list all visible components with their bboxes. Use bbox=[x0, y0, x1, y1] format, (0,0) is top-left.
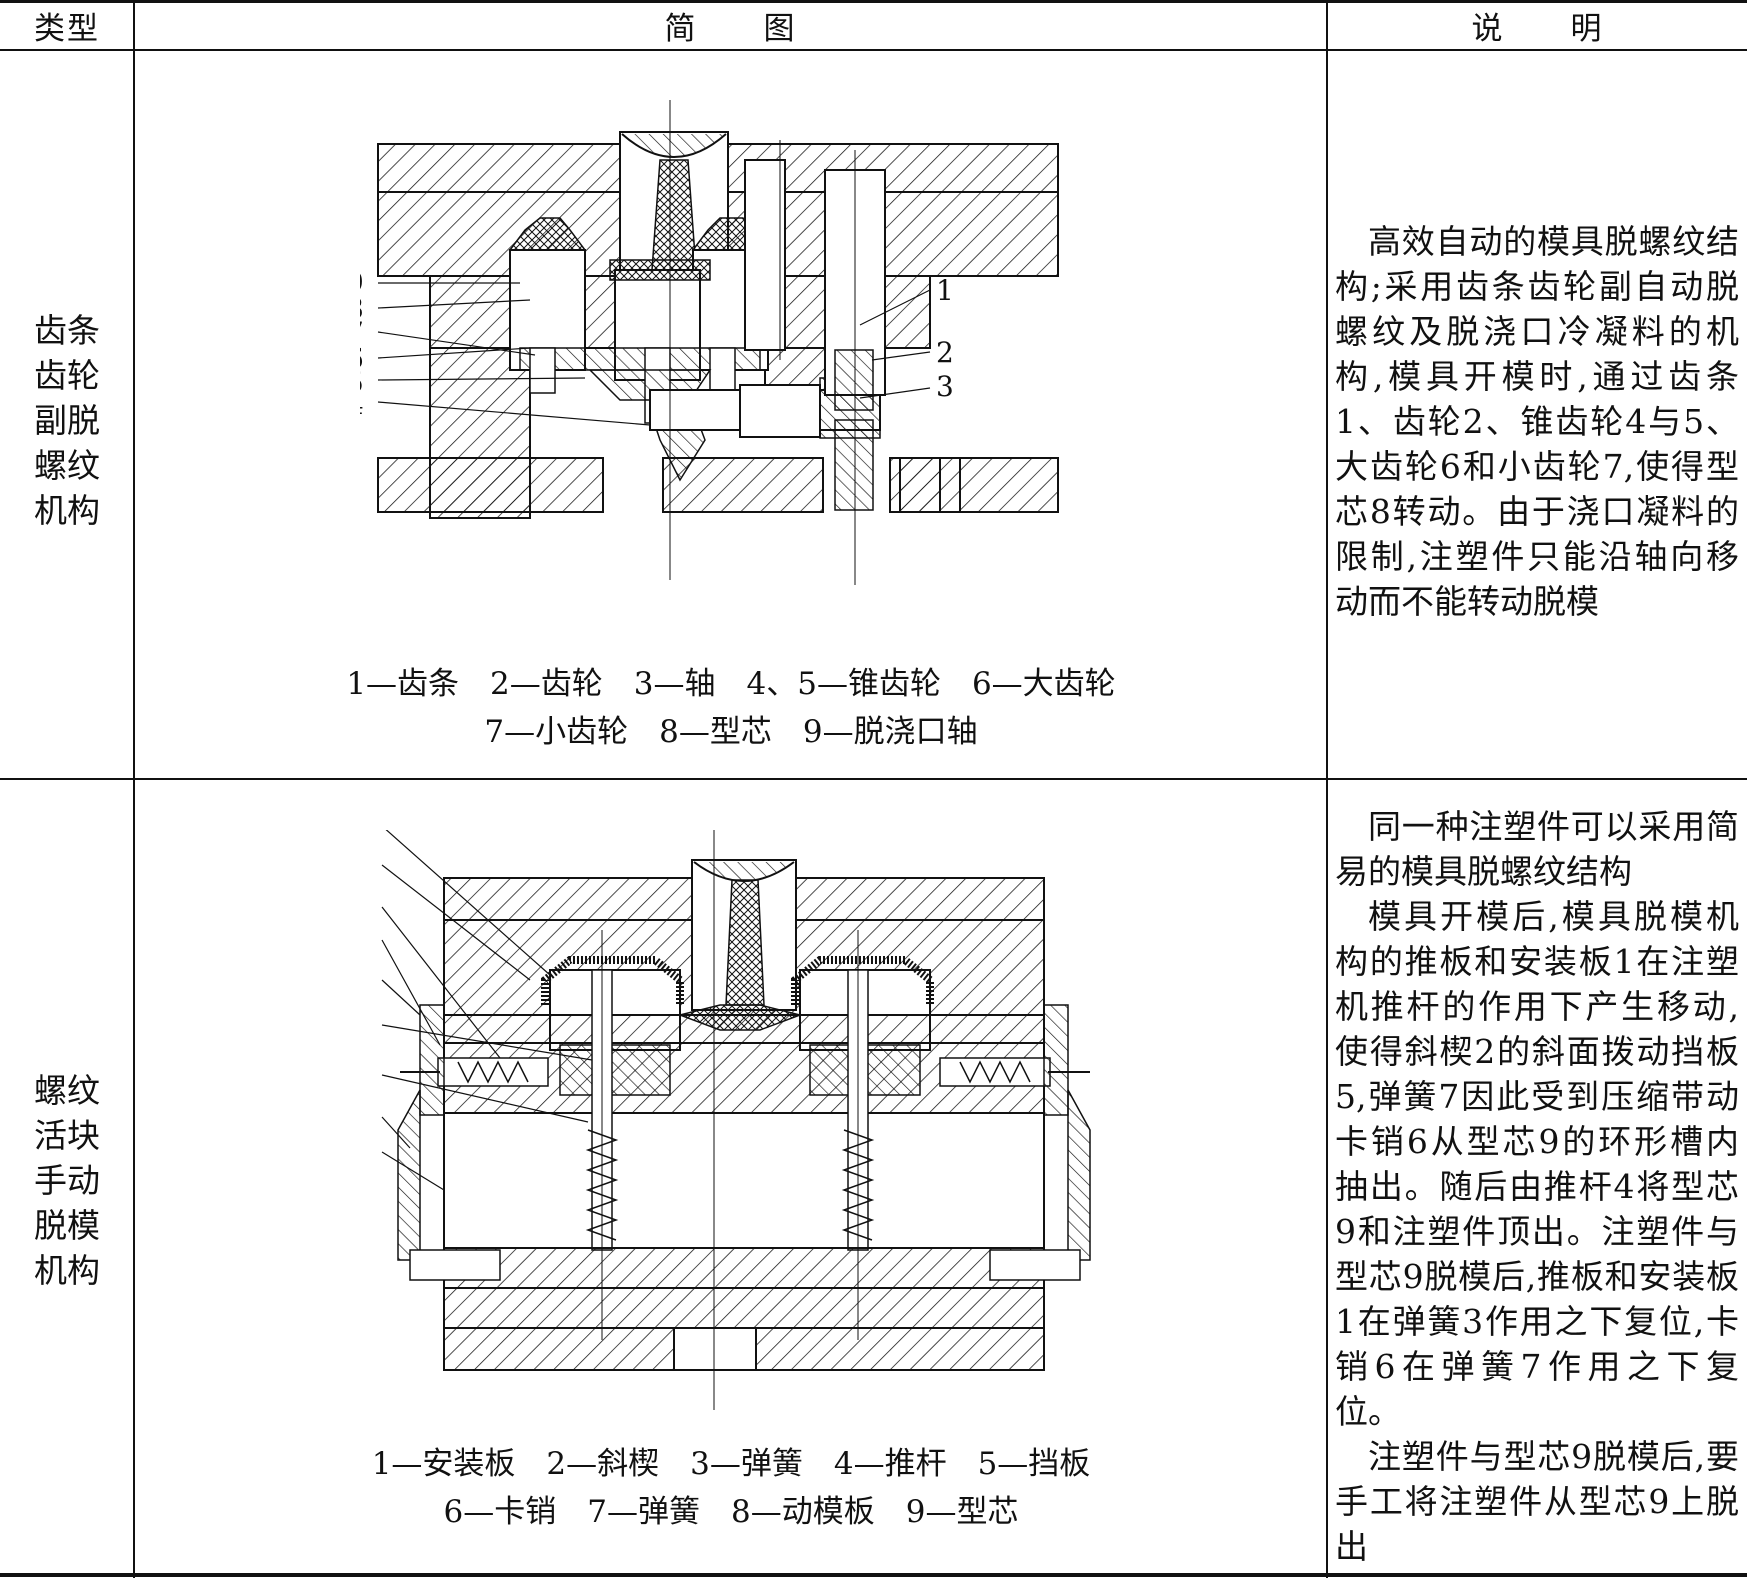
callout-6: 6 bbox=[360, 342, 364, 375]
row2-type: 螺纹活块手动脱模机构 bbox=[0, 1060, 134, 1300]
header-type: 类型 bbox=[34, 10, 100, 47]
row1-description: 高效自动的模具脱螺纹结构;采用齿条齿轮副自动脱螺纹及脱浇口冷凝料的机构,模具开模… bbox=[1335, 219, 1739, 624]
row2-description-para-3: 注塑件与型芯9脱模后,要手工将注塑件从型芯9上脱出 bbox=[1335, 1437, 1739, 1566]
row1-caption-line2: 7—小齿轮 8—型芯 9—脱浇口轴 bbox=[484, 714, 978, 750]
row-divider bbox=[0, 778, 1747, 780]
callout-2: 2 bbox=[936, 336, 954, 369]
callout-1: 1 bbox=[936, 274, 954, 307]
row1-type-text: 齿条齿轮副脱螺纹机构 bbox=[34, 310, 100, 530]
row2-caption-line1: 1—安装板 2—斜楔 3—弹簧 4—推杆 5—挡板 bbox=[371, 1446, 1091, 1482]
column-divider-1 bbox=[133, 0, 135, 1578]
callout-5: 5 bbox=[360, 366, 364, 399]
table-bottom-rule bbox=[0, 1573, 1747, 1577]
row1-caption-line1: 1—齿条 2—齿轮 3—轴 4、5—锥齿轮 6—大齿轮 bbox=[346, 666, 1116, 702]
callout-8: 8 bbox=[360, 292, 364, 325]
row2-description-para-1: 同一种注塑件可以采用简易的模具脱螺纹结构 bbox=[1335, 807, 1739, 891]
header-diagram: 简 图 bbox=[664, 10, 797, 47]
callout-3: 3 bbox=[936, 370, 954, 403]
callout-4: 4 bbox=[360, 388, 364, 421]
header-rule bbox=[0, 49, 1747, 51]
row2-description: 同一种注塑件可以采用简易的模具脱螺纹结构 模具开模后,模具脱模机构的推板和安装板… bbox=[1335, 804, 1739, 1569]
column-divider-2 bbox=[1326, 0, 1328, 1578]
table-top-rule bbox=[0, 0, 1747, 3]
row1-description-para: 高效自动的模具脱螺纹结构;采用齿条齿轮副自动脱螺纹及脱浇口冷凝料的机构,模具开模… bbox=[1335, 222, 1739, 621]
row2-type-text: 螺纹活块手动脱模机构 bbox=[34, 1070, 100, 1290]
thread-insert-mold-diagram: 9 8 7 6 5 4 3 2 1 bbox=[381, 830, 1091, 1410]
header-note: 说 明 bbox=[1471, 10, 1604, 47]
row1-type: 齿条齿轮副脱螺纹机构 bbox=[0, 300, 134, 540]
rack-gear-mold-diagram: 9 8 7 6 5 4 1 2 3 bbox=[360, 100, 1059, 585]
row2-description-para-2: 模具开模后,模具脱模机构的推板和安装板1在注塑机推杆的作用下产生移动,使得斜楔2… bbox=[1335, 897, 1739, 1431]
callout-9: 9 bbox=[360, 266, 364, 299]
row2-caption-line2: 6—卡销 7—弹簧 8—动模板 9—型芯 bbox=[443, 1494, 1019, 1530]
callout-7: 7 bbox=[360, 316, 364, 349]
